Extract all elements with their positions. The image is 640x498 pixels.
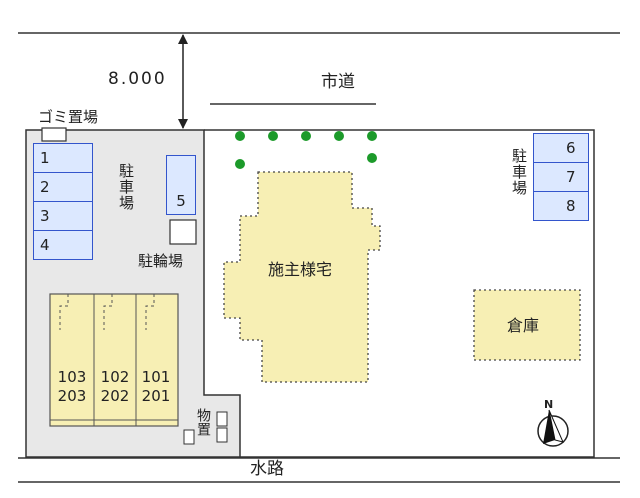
garbage-box	[41, 127, 67, 142]
parking-label-right: 駐車場	[510, 148, 528, 196]
tree	[334, 131, 344, 141]
parking-label-left: 駐車場	[117, 163, 135, 211]
parking-slot-2: 2	[33, 172, 93, 202]
unit-lower-number: 202	[100, 387, 130, 405]
warehouse-label: 倉庫	[507, 316, 540, 335]
storage-shed-a	[216, 411, 228, 427]
tree	[301, 131, 311, 141]
bike-parking-box	[169, 219, 197, 245]
unit-upper-number: 101	[141, 368, 171, 386]
unit-lower-number: 203	[57, 387, 87, 405]
compass-needle-light	[548, 409, 564, 443]
dimension-arrow-bottom	[178, 119, 188, 129]
owner-house-label: 施主様宅	[268, 260, 333, 279]
unit-102: 102 202	[94, 368, 136, 406]
unit-103: 103 203	[51, 368, 93, 406]
parking-slot-8: 8	[533, 191, 589, 221]
dimension-arrow-top	[178, 34, 188, 44]
owner-lot	[204, 129, 595, 458]
tree	[268, 131, 278, 141]
parking-slot-4: 4	[33, 230, 93, 260]
unit-upper-number: 103	[57, 368, 87, 386]
unit-upper-number: 102	[100, 368, 130, 386]
tree	[235, 159, 245, 169]
tree	[235, 131, 245, 141]
entrance-dashes	[59, 294, 155, 330]
unit-outline-101	[135, 293, 179, 427]
parking-slot-6: 6	[533, 133, 589, 163]
parking-slot-7: 7	[533, 162, 589, 192]
tree	[367, 131, 377, 141]
parking-slot-3: 3	[33, 201, 93, 231]
storage-shed-c	[183, 429, 195, 445]
unit-lower-number: 201	[141, 387, 171, 405]
north-label: N	[544, 398, 554, 411]
road-name-bottom: 水路	[250, 459, 284, 479]
unit-101: 101 201	[135, 368, 177, 406]
dimension-label: 8.000	[108, 69, 167, 89]
bike-parking-label: 駐輪場	[138, 252, 184, 270]
parking-slot-1: 1	[33, 143, 93, 173]
warehouse-building	[473, 289, 581, 361]
parking-slot-5: 5	[166, 155, 196, 215]
road-name-top: 市道	[321, 72, 355, 92]
compass-needle-icon	[543, 410, 555, 444]
owner-house	[223, 171, 381, 383]
garbage-label: ゴミ置場	[38, 108, 99, 126]
trees	[235, 131, 377, 169]
apartment-building	[49, 293, 179, 427]
storage-label: 物置	[195, 408, 211, 436]
storage-shed-b	[216, 427, 228, 443]
tree	[367, 153, 377, 163]
